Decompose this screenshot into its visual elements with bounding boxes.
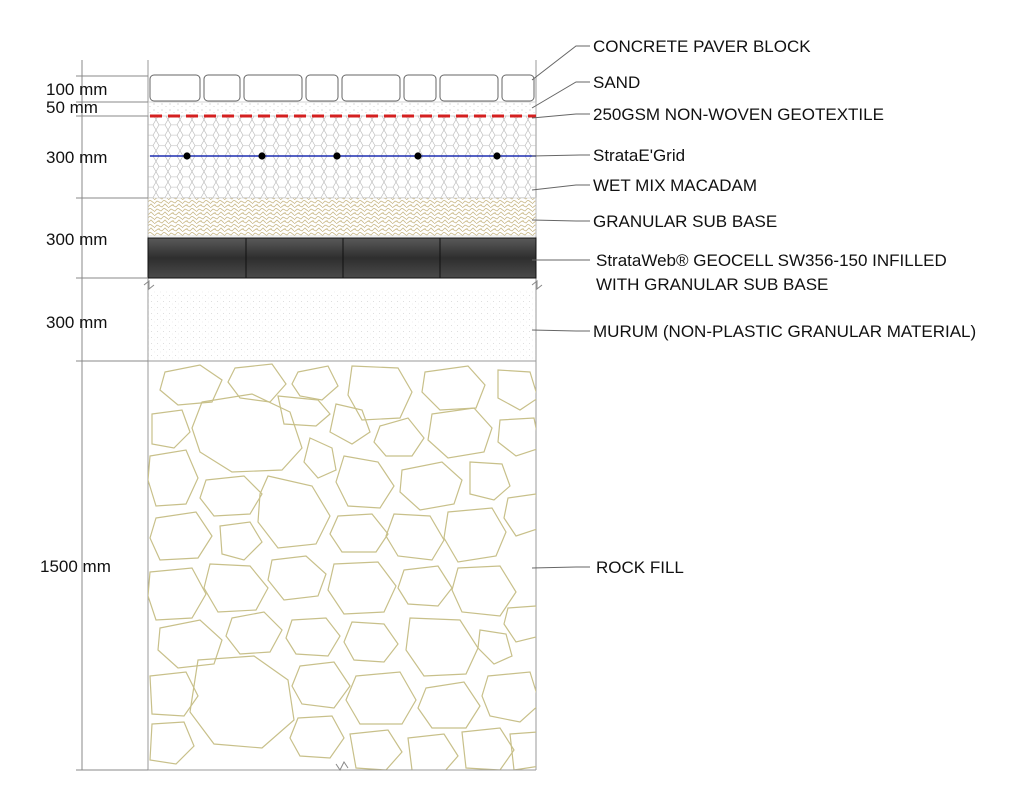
rock-fill-layer [148,363,536,770]
dim-rock-fill: 1500 mm [40,557,111,576]
break-mark-bottom [335,761,349,771]
granular-sub-base-layer [147,197,537,237]
label-geocell-line2: WITH GRANULAR SUB BASE [596,275,828,294]
dim-paver: 100 mm [46,80,107,99]
wet-mix-macadam-layer [148,116,536,198]
label-geocell: StrataWeb® GEOCELL SW356-150 INFILLED [596,251,947,270]
dim-sand: 50 mm [46,98,98,117]
break-mark-left [143,279,155,291]
label-geotextile: 250GSM NON-WOVEN GEOTEXTILE [593,105,884,124]
label-paver: CONCRETE PAVER BLOCK [593,37,811,56]
dimension-column: 100 mm 50 mm 300 mm 300 mm 300 mm 1500 m… [40,60,148,771]
geocell-layer [147,237,537,279]
dim-gsb-geocell: 300 mm [46,230,107,249]
label-sand: SAND [593,73,640,92]
break-mark-right [531,279,543,291]
murum-layer [148,290,536,361]
dim-wmm: 300 mm [46,148,107,167]
label-grid: StrataE'Grid [593,146,685,165]
callout-labels: CONCRETE PAVER BLOCK SAND 250GSM NON-WOV… [531,37,976,577]
label-gsb: GRANULAR SUB BASE [593,212,777,231]
paver-block-layer [149,74,535,102]
label-murum: MURUM (NON-PLASTIC GRANULAR MATERIAL) [593,322,976,341]
strata-egrid [150,152,536,160]
sand-layer [147,101,537,117]
label-rock-fill: ROCK FILL [596,558,684,577]
section-body [143,60,543,771]
dim-murum: 300 mm [46,313,107,332]
label-wmm: WET MIX MACADAM [593,176,757,195]
